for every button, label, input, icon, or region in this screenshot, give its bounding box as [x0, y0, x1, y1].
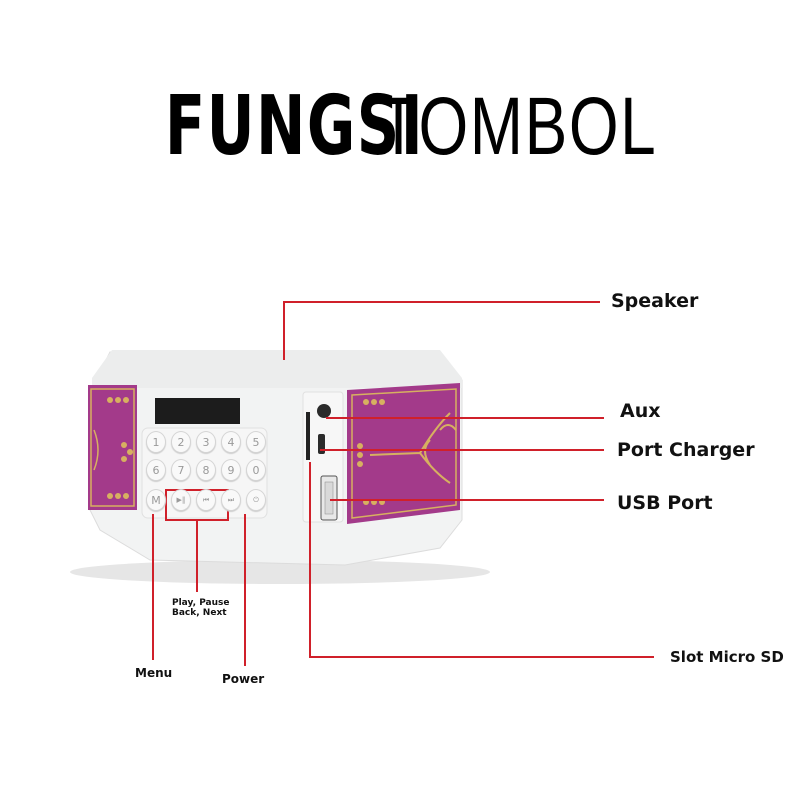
- label-back-next: Back, Next: [172, 608, 227, 618]
- label-power: Power: [222, 672, 265, 686]
- title-light: TOMBOL: [379, 81, 658, 172]
- key-1[interactable]: 1: [146, 431, 166, 453]
- key-3[interactable]: 3: [196, 431, 216, 453]
- keypad-row-2: 6 7 8 9 0: [146, 459, 266, 481]
- key-5[interactable]: 5: [246, 431, 266, 453]
- key-8[interactable]: 8: [196, 459, 216, 481]
- keypad: 1 2 3 4 5 6 7 8 9 0 M ▶‖ ⏮ ⏭ ⏻: [146, 431, 266, 516]
- left-panel: [88, 385, 137, 510]
- menu-key[interactable]: M: [146, 489, 166, 511]
- label-port-charger: Port Charger: [617, 439, 755, 461]
- back-key[interactable]: ⏮: [196, 489, 216, 511]
- key-2[interactable]: 2: [171, 431, 191, 453]
- key-0[interactable]: 0: [246, 459, 266, 481]
- led-display: [155, 398, 240, 424]
- label-slot-micro-sd: Slot Micro SD: [670, 648, 784, 666]
- label-play-pause: Play, Pause: [172, 598, 230, 608]
- power-key[interactable]: ⏻: [246, 489, 266, 511]
- label-usb-port: USB Port: [617, 492, 713, 514]
- speaker-top: [92, 350, 462, 388]
- label-speaker: Speaker: [611, 290, 699, 312]
- aux-jack[interactable]: [317, 404, 331, 418]
- label-aux: Aux: [620, 400, 661, 422]
- play-pause-key[interactable]: ▶‖: [171, 489, 191, 511]
- callout-lines: [152, 301, 654, 666]
- label-play-controls: Play, Pause Back, Next: [172, 598, 230, 618]
- speaker-line: [283, 301, 600, 360]
- key-9[interactable]: 9: [221, 459, 241, 481]
- keypad-row-1: 1 2 3 4 5: [146, 431, 266, 453]
- title-bold: FUNGSI: [164, 79, 425, 174]
- next-key[interactable]: ⏭: [221, 489, 241, 511]
- key-4[interactable]: 4: [221, 431, 241, 453]
- microsd-line: [309, 462, 654, 658]
- right-panel: [347, 383, 460, 524]
- key-7[interactable]: 7: [171, 459, 191, 481]
- micro-sd-slot[interactable]: [306, 412, 310, 460]
- label-menu: Menu: [135, 666, 173, 680]
- key-6[interactable]: 6: [146, 459, 166, 481]
- page-title: FUNGSI TOMBOL: [0, 82, 800, 172]
- floor-shadow: [70, 560, 490, 584]
- keypad-row-3: M ▶‖ ⏮ ⏭ ⏻: [146, 489, 266, 511]
